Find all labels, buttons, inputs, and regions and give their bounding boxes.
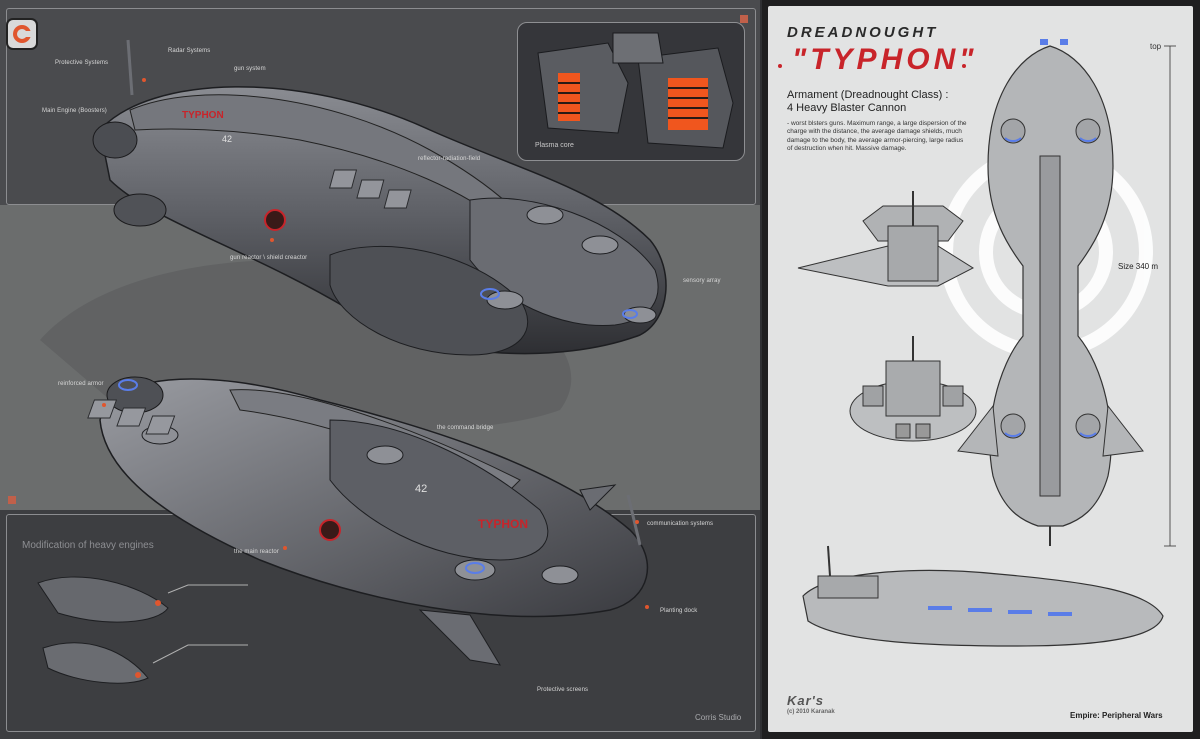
side-view-ship (802, 545, 1164, 647)
heavy-engines-inset (18, 553, 258, 713)
front-view-ship (797, 191, 975, 287)
hull-number-upper: 42 (222, 134, 232, 144)
callout-marker (645, 605, 649, 609)
armament-heading: Armament (Dreadnought Class) : (787, 89, 949, 101)
hull-name-upper: TYPHON (182, 110, 224, 121)
studio-logo-icon (8, 20, 36, 48)
artist-signature: Kar's (787, 693, 824, 708)
ship-size-label: Size 340 m (1118, 262, 1159, 271)
dreadnought-illustration: TYPHON 42 TYPHON 42 (87, 39, 667, 666)
callout-marker (102, 403, 106, 407)
ship-name-title: "TYPHON" (792, 43, 978, 76)
ship-class-title: DREADNOUGHT (787, 24, 939, 41)
callout-main-reactor: the main reactor (234, 549, 279, 555)
callout-main-engine: Main Engine (Boosters) (42, 108, 107, 114)
corner-marker (8, 496, 16, 504)
callout-command-bridge: the command bridge (437, 425, 494, 431)
rear-view-ship (849, 336, 977, 442)
callout-gun-system: gun system (234, 66, 266, 72)
lower-ship: TYPHON 42 (87, 376, 649, 666)
callout-reinforced-armor: reinforced armor (58, 381, 104, 387)
studio-credit: Corris Studio (695, 713, 742, 722)
plasma-core-label: Plasma core (535, 142, 574, 149)
top-view-label: top (1150, 42, 1162, 51)
callout-planting-dock: Planting dock (660, 608, 698, 614)
armament-description: - worst blsters guns. Maximum range, a l… (787, 120, 967, 153)
callout-gun-reactor: gun reactor \ shield creactor (230, 255, 308, 261)
callout-protective-systems: Protective Systems (55, 60, 109, 66)
top-view-ship (957, 39, 1144, 546)
empire-label: Empire: Peripheral Wars (1070, 711, 1163, 720)
title-marker (778, 64, 782, 68)
hull-name-lower: TYPHON (478, 517, 528, 531)
callout-sensory-array: sensory array (683, 278, 721, 284)
corner-marker (740, 15, 748, 23)
heavy-engines-title: Modification of heavy engines (22, 540, 154, 551)
callout-marker (283, 546, 287, 550)
callout-radar-systems: Radar Systems (168, 48, 211, 54)
callout-protective-screens: Protective screens (537, 687, 589, 693)
callout-marker (635, 520, 639, 524)
title-marker (962, 64, 966, 68)
hull-number-lower: 42 (415, 483, 427, 495)
armament-weapon: 4 Heavy Blaster Cannon (787, 102, 907, 114)
blueprint-drawings (797, 39, 1176, 647)
callout-reflector-field: reflector-radiation-field (418, 156, 481, 162)
callout-marker (270, 238, 274, 242)
callout-marker (142, 78, 146, 82)
upper-ship: TYPHON 42 (92, 39, 667, 356)
plasma-core-inset (517, 22, 745, 161)
artist-copyright: (c) 2010 Karanak (787, 709, 835, 715)
callout-communication-systems: communication systems (647, 521, 714, 527)
